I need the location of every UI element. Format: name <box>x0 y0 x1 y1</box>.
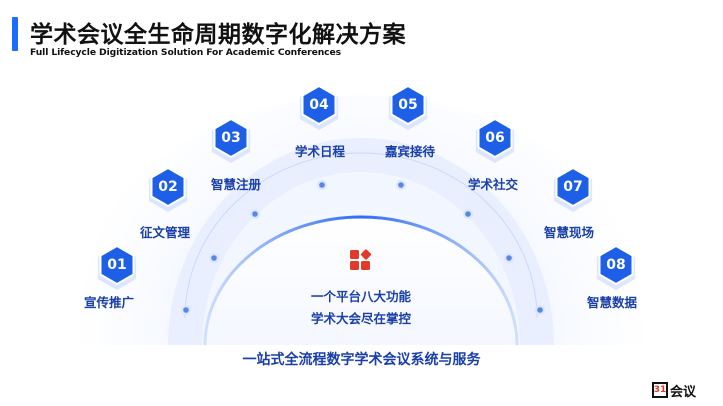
node-label-06: 学术社交 <box>468 177 519 192</box>
connector-dot <box>252 211 258 217</box>
outer-band <box>168 138 554 346</box>
connector-dot <box>398 182 404 188</box>
title-accent-bar <box>12 17 18 51</box>
connector-arc <box>184 152 538 319</box>
node-label-08: 智慧数据 <box>587 295 638 310</box>
hexagon-01 <box>99 244 135 286</box>
inner-dome-outline <box>203 215 519 346</box>
hexagon-08 <box>598 244 634 286</box>
footer-tagline: 一站式全流程数字学术会议系统与服务 <box>242 352 481 368</box>
node-label-05: 嘉宾接待 <box>385 144 436 159</box>
node-number-06: 06 <box>485 130 505 146</box>
connector-dot <box>506 255 512 261</box>
hexagon-03 <box>213 117 249 159</box>
hexagon-05 <box>390 84 426 126</box>
node-number-02: 02 <box>158 179 178 195</box>
node-number-08: 08 <box>606 257 626 273</box>
connector-dots <box>181 180 545 315</box>
page-title: 学术会议全生命周期数字化解决方案 <box>30 22 406 48</box>
hexagon-04 <box>301 84 337 126</box>
logo-text: 会议 <box>670 384 697 400</box>
node-label-07: 智慧现场 <box>544 225 595 240</box>
hexagon-07 <box>555 166 591 208</box>
node-label-02: 征文管理 <box>140 225 191 240</box>
connector-dot <box>465 211 471 217</box>
hexagon-02 <box>150 166 186 208</box>
node-label-01: 宣传推广 <box>84 295 135 310</box>
hexagon-nodes <box>97 84 636 290</box>
apps-grid-icon <box>350 249 372 270</box>
node-number-01: 01 <box>107 257 127 273</box>
node-label-04: 学术日程 <box>295 144 346 159</box>
node-number-04: 04 <box>309 97 329 113</box>
inner-dome <box>205 217 517 345</box>
node-number-03: 03 <box>221 130 241 146</box>
connector-dot <box>211 255 217 261</box>
brand-logo: 31 会议 <box>652 381 697 400</box>
connector-dot <box>537 307 543 313</box>
connector-dot <box>319 182 325 188</box>
node-label-03: 智慧注册 <box>211 177 262 192</box>
page-subtitle: Full Lifecycle Digitization Solution For… <box>30 47 341 58</box>
logo-mark: 31 <box>652 382 668 398</box>
connector-dot <box>183 307 189 313</box>
node-number-07: 07 <box>563 179 583 195</box>
center-headline: 一个平台八大功能 <box>310 289 411 304</box>
node-number-05: 05 <box>398 97 418 113</box>
center-subline: 学术大会尽在掌控 <box>310 311 411 326</box>
hexagon-06 <box>477 117 513 159</box>
